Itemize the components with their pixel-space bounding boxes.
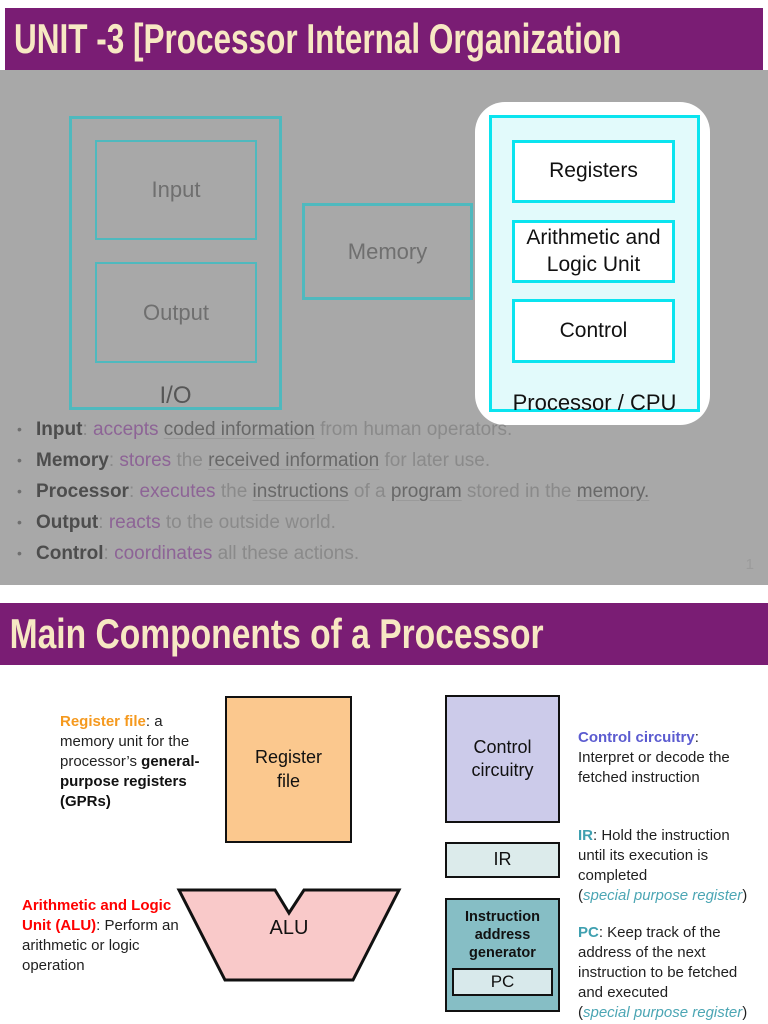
registers-box-label: Registers <box>549 159 638 183</box>
bullet-item-input: • Input: accepts coded information from … <box>0 414 768 445</box>
text-segment: stored in the <box>461 481 577 502</box>
text-segment: : <box>128 481 140 502</box>
output-box-label: Output <box>142 299 210 325</box>
text-segment: : <box>82 419 93 440</box>
text-segment: ) <box>742 887 748 904</box>
alu-shape-label: ALU <box>269 917 309 939</box>
ir-box: IR <box>445 842 560 878</box>
text-segment: : <box>103 543 115 564</box>
bullet-item-memory: • Memory: stores the received informatio… <box>0 445 768 476</box>
io-outer-box <box>69 116 282 410</box>
pc-description: PC: Keep track of the address of the nex… <box>578 923 758 1023</box>
slide2-title: Main Components of a Processor <box>9 610 544 657</box>
text-segment: memory. <box>576 481 650 502</box>
text-segment: : Keep track of the address of the next … <box>578 924 738 1001</box>
input-box-label: Input <box>151 177 201 202</box>
slide1-canvas: Input Output I/O Memory Registers Arithm… <box>0 70 768 585</box>
text-segment: Arithmetic and Logic Unit (ALU) <box>22 897 172 934</box>
io-label: I/O <box>159 382 192 409</box>
alu-unit-box: Arithmetic and Logic Unit <box>512 220 675 283</box>
slide1-page-number: 1 <box>745 556 754 573</box>
input-box: Input <box>95 140 257 240</box>
text-segment: ) <box>742 1004 748 1021</box>
bullet-item-processor: • Processor: executes the instructions o… <box>0 476 768 507</box>
bullet-text: Input: accepts coded information from hu… <box>36 419 512 440</box>
pc-box: PC <box>452 968 553 996</box>
text-segment: Input <box>36 419 83 440</box>
text-segment: program <box>390 481 462 502</box>
text-segment: the <box>176 450 209 471</box>
text-segment: accepts <box>93 419 164 440</box>
memory-box-label: Memory <box>347 238 428 264</box>
text-segment: executes <box>139 481 221 502</box>
ir-description: IR: Hold the instruction until its execu… <box>578 826 756 906</box>
registers-box: Registers <box>512 140 675 203</box>
bullet-icon: • <box>17 545 22 561</box>
control-circuitry-description: Control circuitry: Interpret or decode t… <box>578 728 750 788</box>
text-segment: PC <box>578 924 599 941</box>
text-segment: ( <box>578 887 583 904</box>
slide2-title-bar: Main Components of a Processor <box>0 603 768 665</box>
control-circuitry-box-label: Control circuitry <box>471 736 534 780</box>
text-segment: : a memory unit for the processor’s <box>60 713 190 770</box>
text-segment: IR <box>578 827 593 844</box>
slide1-title: UNIT -3 [Processor Internal Organization <box>14 15 622 62</box>
register-file-box-label: Register file <box>254 747 323 791</box>
register-file-box: Register file <box>225 696 352 843</box>
text-segment: ( <box>578 1004 583 1021</box>
text-segment: : <box>98 512 109 533</box>
alu-unit-box-label: Arithmetic and Logic Unit <box>526 226 661 276</box>
text-segment: Output <box>36 512 99 533</box>
text-segment: coordinates <box>114 543 218 564</box>
text-segment: the <box>220 481 253 502</box>
text-segment: Control circuitry <box>578 729 695 746</box>
slide1-title-bar: UNIT -3 [Processor Internal Organization <box>5 8 763 70</box>
text-segment: from human operators. <box>314 419 513 440</box>
text-segment: Memory <box>36 450 109 471</box>
bullet-item-control: • Control: coordinates all these actions… <box>0 538 768 569</box>
memory-box: Memory <box>302 203 473 300</box>
text-segment: coded information <box>163 419 315 440</box>
bullet-icon: • <box>17 452 22 468</box>
alu-trapezoid-shape <box>176 888 402 982</box>
bullet-item-output: • Output: reacts to the outside world. <box>0 507 768 538</box>
text-segment: reacts <box>108 512 166 533</box>
text-segment: general-purpose registers (GPRs) <box>60 753 200 810</box>
alu-description: Arithmetic and Logic Unit (ALU): Perform… <box>22 896 182 976</box>
register-file-description: Register file: a memory unit for the pro… <box>60 712 212 812</box>
bullet-text: Control: coordinates all these actions. <box>36 543 359 564</box>
text-segment: for later use. <box>379 450 491 471</box>
cpu-label: Processor / CPU <box>512 390 677 415</box>
bullet-icon: • <box>17 514 22 530</box>
text-segment: stores <box>119 450 177 471</box>
text-segment: : Hold the instruction until its executi… <box>578 827 730 884</box>
output-box: Output <box>95 262 257 363</box>
text-segment: received information <box>208 450 380 471</box>
text-segment: special purpose register <box>583 1004 743 1021</box>
bullet-text: Memory: stores the received information … <box>36 450 490 471</box>
control-box: Control <box>512 299 675 363</box>
pc-box-label: PC <box>490 971 515 991</box>
text-segment: Control <box>36 543 104 564</box>
text-segment: Processor <box>36 481 129 502</box>
text-segment: : <box>108 450 120 471</box>
bullet-text: Output: reacts to the outside world. <box>36 512 336 533</box>
bullet-text: Processor: executes the instructions of … <box>36 481 649 502</box>
bullet-icon: • <box>17 483 22 499</box>
text-segment: : Interpret or decode the fetched instru… <box>578 729 730 786</box>
control-box-label: Control <box>559 318 628 342</box>
text-segment: special purpose register <box>583 887 743 904</box>
text-segment: all these actions. <box>217 543 360 564</box>
text-segment: of a <box>348 481 391 502</box>
instruction-address-generator-label: Instruction address generator <box>465 909 540 961</box>
text-segment: : Perform an arithmetic or logic operati… <box>22 917 179 974</box>
bullet-list: • Input: accepts coded information from … <box>0 414 768 569</box>
text-segment: to the outside world. <box>165 512 336 533</box>
bullet-icon: • <box>17 421 22 437</box>
control-circuitry-box: Control circuitry <box>445 695 560 823</box>
text-segment: Register file <box>60 713 146 730</box>
ir-box-label: IR <box>493 849 512 870</box>
text-segment: instructions <box>252 481 349 502</box>
